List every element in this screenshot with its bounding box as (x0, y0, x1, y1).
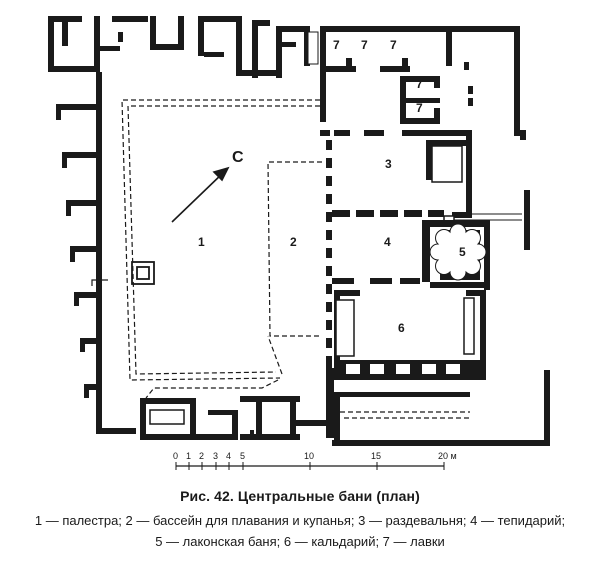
room-label-5: 5 (459, 245, 466, 259)
scale-tick-label: 15 (371, 451, 381, 461)
room-label-6: 6 (398, 321, 405, 335)
scale-tick-label: 2 (199, 451, 204, 461)
floor-plan: С 1 2 3 4 5 6 7 7 7 7 7 0 1 2 3 4 5 (48, 16, 550, 470)
scale-tick-label: 0 (173, 451, 178, 461)
room-label-7: 7 (416, 101, 423, 115)
scale-tick-label: 5 (240, 451, 245, 461)
scale-bar: 0 1 2 3 4 5 10 15 20 м (173, 451, 457, 470)
room-label-7: 7 (361, 38, 368, 52)
room-label-7: 7 (390, 38, 397, 52)
room-label-7: 7 (333, 38, 340, 52)
scale-tick-label: 4 (226, 451, 231, 461)
room-label-7: 7 (416, 77, 423, 91)
legend-line: 1 — палестра; 2 — бассейн для плавания и… (34, 513, 566, 528)
scale-tick-label: 20 м (438, 451, 457, 461)
scale-tick-label: 10 (304, 451, 314, 461)
north-label: С (232, 149, 244, 166)
room-label-3: 3 (385, 157, 392, 171)
scale-tick-label: 1 (186, 451, 191, 461)
figure-caption: Рис. 42. Центральные бани (план) 1 — пал… (0, 482, 600, 552)
room-label-1: 1 (198, 235, 205, 249)
scale-tick-label: 3 (213, 451, 218, 461)
room-label-4: 4 (384, 235, 391, 249)
room-label-2: 2 (290, 235, 297, 249)
legend-line: 5 — лаконская баня; 6 — кальдарий; 7 — л… (155, 534, 445, 549)
caption-title: Рис. 42. Центральные бани (план) (180, 488, 420, 504)
